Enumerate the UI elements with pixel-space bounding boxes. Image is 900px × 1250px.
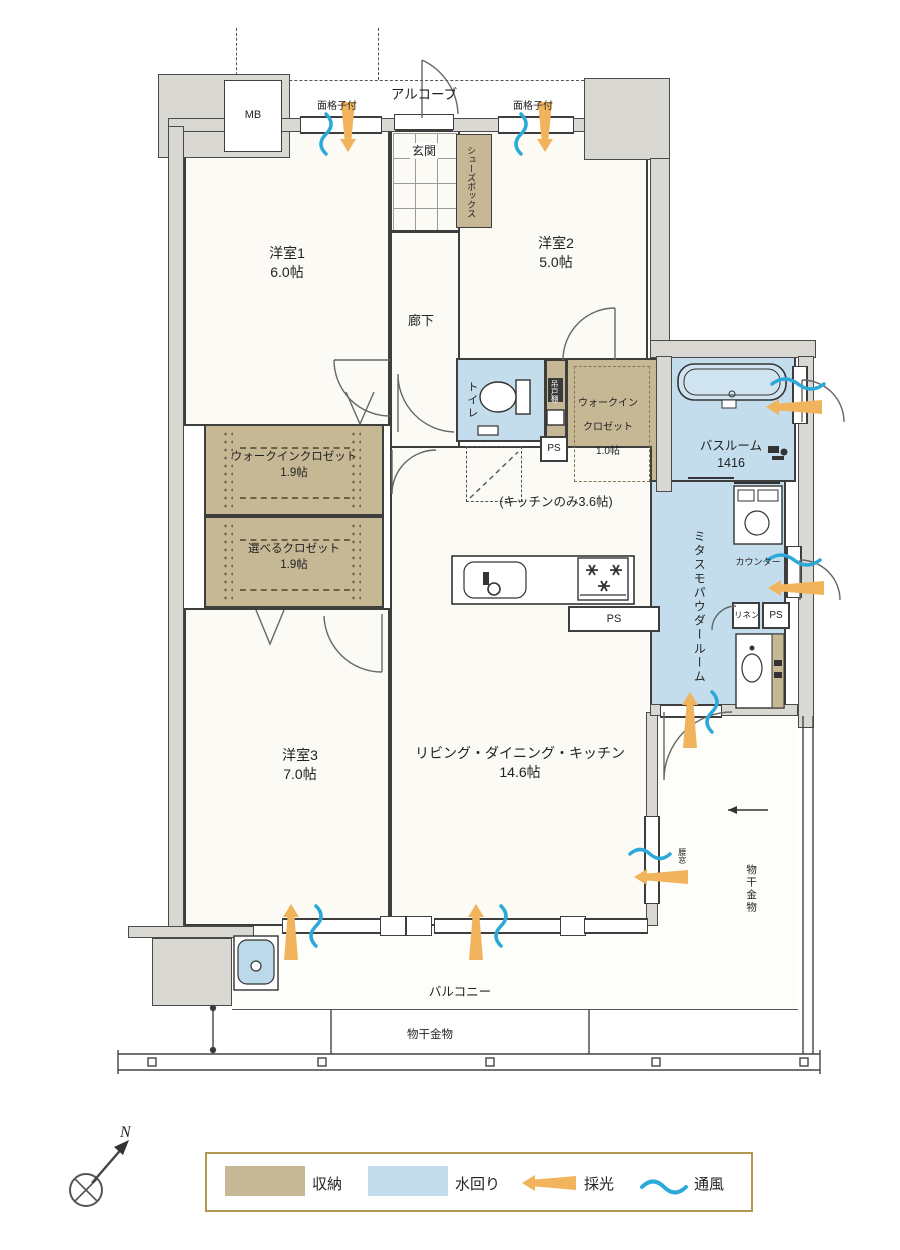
- entrance-step-line: [392, 230, 458, 233]
- wic19-rail-left: [222, 430, 233, 510]
- wall-wic-bath-column: [656, 356, 672, 492]
- kitchen-dashed-area: [466, 446, 522, 502]
- wall-balcony-left-block: [152, 938, 232, 1006]
- ps-box-powder: PS: [762, 602, 790, 629]
- closet-select-name: 選べるクロゼット: [248, 543, 340, 555]
- alcove-side-line-left: [236, 28, 238, 80]
- closet-select-rail-left: [222, 522, 233, 602]
- alcove-side-line-right: [378, 28, 380, 80]
- drying-hardware-bottom-label: 物干金物: [407, 1029, 453, 1041]
- hanging-cabinet-label: 吊戸棚: [550, 380, 560, 403]
- ldk-side-window: [644, 816, 660, 904]
- alcove-label: アルコーブ: [390, 87, 458, 102]
- ldk-floor: [390, 446, 652, 926]
- shoebox-label: シューズボックス: [466, 146, 477, 218]
- north-label: N: [120, 1124, 131, 1141]
- ldk-name: リビング・ダイニング・キッチン: [415, 745, 625, 761]
- legend-water-label: 水回り: [455, 1176, 501, 1193]
- grille-label-left: 面格子付: [317, 101, 357, 112]
- wall-ldk-right-upper: [646, 712, 658, 818]
- ps-label-kitchen: PS: [606, 613, 622, 625]
- closet-select-rail-bottom: [240, 589, 350, 591]
- wic19-size: 1.9帖: [280, 466, 308, 479]
- wic19-rail-top: [240, 447, 350, 449]
- closet-select-rail-right: [350, 522, 361, 602]
- room1-label: 洋室1 6.0帖: [269, 244, 305, 282]
- drying-hardware-right-label: 物干金物: [745, 864, 758, 914]
- wic-small-dashed-inset: [574, 366, 650, 482]
- ldk-size: 14.6帖: [499, 763, 541, 780]
- room3-balcony-window: [282, 918, 382, 934]
- compass-icon: [69, 1140, 129, 1207]
- wall-balcony-ledge: [128, 926, 254, 938]
- room3-name: 洋室3: [282, 747, 318, 763]
- room3-label: 洋室3 7.0帖: [282, 746, 318, 784]
- closet-select-rail-top: [240, 539, 350, 541]
- room2-top-window: [498, 116, 574, 134]
- room2-size: 5.0帖: [539, 253, 573, 270]
- powder-bottom-window: [660, 704, 722, 718]
- mb-label: MB: [244, 109, 262, 121]
- bathroom-window: [792, 366, 808, 424]
- alcove-boundary-line: [234, 80, 584, 82]
- balcony-label: バルコニー: [428, 985, 492, 999]
- wic-small-size: 1.0帖: [596, 446, 620, 457]
- entrance-label: 玄関: [409, 143, 439, 160]
- wic19-rail-right: [350, 430, 361, 510]
- balcony-door-frame-1: [380, 916, 406, 936]
- bathroom-name: バスルーム: [699, 439, 763, 453]
- powder-room-label: ミタスモパウダールーム: [692, 530, 707, 684]
- wall-top-right-block: [584, 78, 670, 160]
- waist-window-label: 腰窓: [677, 848, 687, 864]
- shoebox-cabinet: [456, 134, 492, 228]
- room2-label: 洋室2 5.0帖: [538, 234, 574, 272]
- wall-right-column: [650, 158, 670, 344]
- room1-name: 洋室1: [269, 245, 305, 261]
- ldk-label: リビング・ダイニング・キッチン 14.6帖: [415, 744, 625, 782]
- wic19-name: ウォークインクロゼット: [230, 451, 358, 463]
- balcony-door-frame-2: [406, 916, 432, 936]
- room1-size: 6.0帖: [270, 263, 304, 280]
- balcony-door-frame-3: [560, 916, 586, 936]
- legend-ventilation-label: 通風: [694, 1176, 725, 1193]
- kitchen-note-label: (キッチンのみ3.6帖): [499, 495, 613, 509]
- closet-select-label: 選べるクロゼット 1.9帖: [248, 542, 340, 573]
- legend-daylight-label: 採光: [584, 1176, 615, 1193]
- ldk-balcony-window-2: [584, 918, 648, 934]
- legend-storage-label: 収納: [312, 1176, 343, 1193]
- powder-counter-window: [786, 546, 802, 598]
- legend-water-swatch: [368, 1166, 448, 1196]
- wic-small-label: ウォークイン クロゼット 1.0帖: [578, 392, 638, 464]
- grille-label-right: 面格子付: [513, 101, 553, 112]
- corridor-label: 廊下: [407, 313, 435, 328]
- toilet-floor: [456, 358, 546, 442]
- toilet-label: トイレ: [465, 380, 478, 420]
- counter-label: カウンター: [735, 557, 781, 567]
- room1-top-window: [300, 116, 382, 134]
- ps-box-kitchen: PS: [568, 606, 660, 632]
- room2-name: 洋室2: [538, 235, 574, 251]
- legend-storage-swatch: [225, 1166, 305, 1196]
- wall-right-band: [650, 340, 816, 358]
- bathroom-label: バスルーム 1416: [700, 438, 762, 472]
- linen-box: リネン: [732, 602, 760, 629]
- ps-label-powder: PS: [769, 610, 783, 621]
- bathroom-size: 1416: [717, 455, 745, 470]
- wall-top-3: [452, 118, 504, 132]
- linen-label: リネン: [734, 610, 760, 620]
- wall-outer-right: [798, 356, 814, 728]
- wic19-label: ウォークインクロゼット 1.9帖: [231, 450, 358, 481]
- wall-left: [168, 126, 184, 932]
- ps-box-toilet: PS: [540, 436, 568, 462]
- ps-label-toilet: PS: [547, 443, 561, 454]
- wic-small-line1: ウォークイン: [578, 398, 638, 409]
- wic19-rail-bottom: [240, 497, 350, 499]
- ldk-balcony-window-1: [434, 918, 562, 934]
- closet-select-size: 1.9帖: [280, 558, 308, 571]
- room3-size: 7.0帖: [283, 765, 317, 782]
- entry-door-threshold: [394, 114, 454, 130]
- meter-box: [224, 80, 282, 152]
- wic-small-line2: クロゼット: [583, 422, 633, 433]
- powder-room-floor: [650, 480, 786, 712]
